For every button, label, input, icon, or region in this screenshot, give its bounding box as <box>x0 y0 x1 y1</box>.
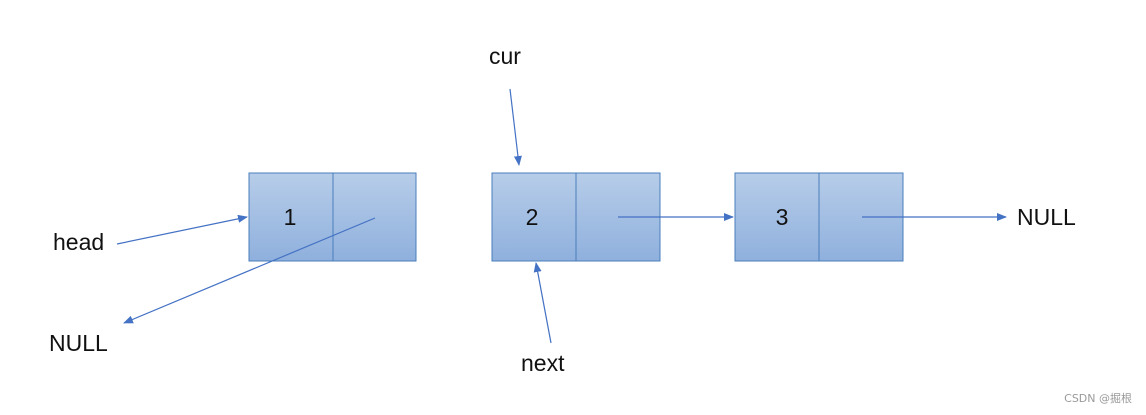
null-right-label: NULL <box>1017 204 1076 230</box>
head-pointer-arrow <box>116 214 248 245</box>
node-1-value: 1 <box>284 204 297 230</box>
node-2-value: 2 <box>526 204 539 230</box>
next-label: next <box>521 350 565 376</box>
node-2-data-cell <box>491 172 577 262</box>
node-1-next-cell <box>332 172 417 262</box>
cur-label: cur <box>489 43 521 69</box>
cur-pointer-arrow <box>509 88 522 166</box>
node-1-to-null-arrow <box>123 217 376 324</box>
watermark: CSDN @掘根 <box>1064 392 1132 405</box>
list-node-1: 1 <box>248 172 417 262</box>
next-pointer-arrow <box>533 262 552 344</box>
node-1-data-cell <box>248 172 334 262</box>
null-left-label: NULL <box>49 330 108 356</box>
node-3-value: 3 <box>776 204 789 230</box>
head-label: head <box>53 229 104 255</box>
